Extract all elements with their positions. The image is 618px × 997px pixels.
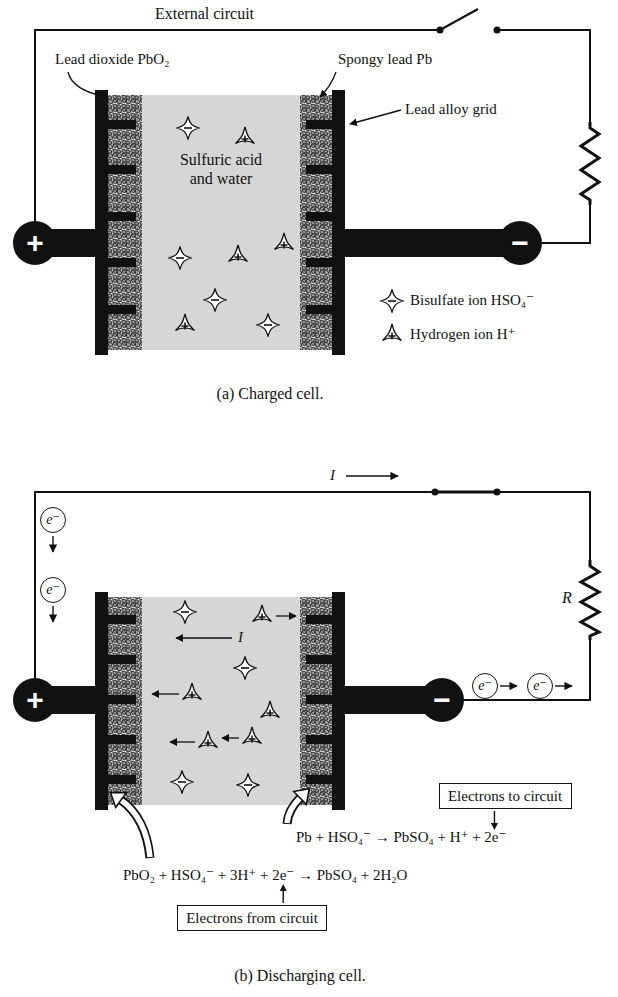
terminal-tab bbox=[345, 229, 520, 257]
callout-text: Electrons to circuit bbox=[448, 787, 562, 805]
ions bbox=[169, 117, 294, 336]
reaction-site-arrow bbox=[287, 789, 309, 824]
leader-arrow bbox=[283, 891, 284, 903]
spongy-lead-plate bbox=[300, 597, 332, 805]
current-label: I bbox=[330, 466, 335, 484]
lead-dioxide-plate bbox=[108, 95, 142, 350]
closed-switch bbox=[435, 491, 497, 494]
part-label: Lead alloy grid bbox=[405, 100, 497, 118]
callout-box: Electrons from circuit bbox=[177, 905, 327, 931]
terminal-sign: − bbox=[433, 685, 451, 715]
switch-contact bbox=[494, 489, 501, 496]
terminal-sign: + bbox=[26, 228, 44, 258]
part-label: Spongy lead Pb bbox=[338, 50, 432, 68]
resistor-symbol bbox=[581, 560, 599, 640]
lead-alloy-grid bbox=[332, 90, 345, 355]
legend-sample bbox=[381, 290, 403, 312]
electrolyte bbox=[142, 95, 300, 350]
positive-terminal: + bbox=[13, 221, 57, 265]
wire bbox=[497, 30, 590, 122]
electron-label: e⁻ bbox=[533, 678, 547, 693]
leader-lines bbox=[68, 72, 401, 124]
electron-marker: e⁻ bbox=[472, 673, 498, 699]
switch-contact bbox=[494, 27, 501, 34]
positive-terminal: + bbox=[13, 678, 57, 722]
callout-text: Electrons from circuit bbox=[186, 909, 318, 927]
electron-label: e⁻ bbox=[478, 678, 492, 693]
lead-alloy-grid bbox=[95, 592, 108, 810]
ions bbox=[171, 601, 280, 796]
reaction-equation: Pb + HSO₄⁻ → PbSO₄ + H⁺ + 2e⁻ bbox=[296, 828, 506, 846]
region-label: Sulfuric acid and water bbox=[168, 150, 274, 188]
leader-arrow bbox=[494, 811, 495, 823]
resistor-symbol bbox=[581, 122, 599, 205]
callout-box: Electrons to circuit bbox=[439, 783, 572, 809]
electron-label: e⁻ bbox=[46, 582, 60, 597]
electrolyte bbox=[142, 597, 300, 805]
resistor-label: R bbox=[562, 588, 572, 607]
terminal-sign: − bbox=[511, 228, 529, 258]
switch-contact bbox=[432, 489, 439, 496]
negative-terminal: − bbox=[420, 678, 464, 722]
legend-text: Hydrogen ion H⁺ bbox=[410, 325, 515, 343]
electron-marker: e⁻ bbox=[40, 507, 66, 533]
reaction-equation: PbO₂ + HSO₄⁻ + 3H⁺ + 2e⁻ → PbSO₄ + 2H₂O bbox=[123, 866, 407, 884]
part-label: Lead dioxide PbO₂ bbox=[55, 50, 169, 68]
current-arrow bbox=[346, 475, 398, 476]
leader-arrowhead bbox=[491, 823, 498, 830]
negative-terminal: − bbox=[498, 221, 542, 265]
wire bbox=[464, 640, 590, 700]
electron-marker: e⁻ bbox=[527, 673, 553, 699]
lead-dioxide-plate bbox=[108, 597, 142, 805]
terminal-sign: + bbox=[26, 685, 44, 715]
lead-alloy-grid bbox=[95, 90, 108, 355]
wire bbox=[542, 205, 590, 243]
legend-sample bbox=[383, 324, 402, 341]
panel-caption: (a) Charged cell. bbox=[217, 384, 324, 403]
leader-arrowhead bbox=[280, 884, 287, 891]
grid-bars bbox=[108, 615, 332, 784]
current-label: I bbox=[238, 628, 243, 646]
open-switch bbox=[440, 9, 478, 30]
electron-label: e⁻ bbox=[46, 512, 60, 527]
spongy-lead-plate bbox=[300, 95, 332, 350]
electron-marker: e⁻ bbox=[40, 577, 66, 603]
switch-contact bbox=[437, 27, 444, 34]
legend-text: Bisulfate ion HSO₄⁻ bbox=[410, 291, 534, 309]
wire bbox=[497, 492, 590, 560]
grid-bars bbox=[108, 120, 332, 314]
lead-alloy-grid bbox=[332, 592, 345, 810]
panel-caption: (b) Discharging cell. bbox=[234, 966, 366, 985]
title-label: External circuit bbox=[155, 4, 254, 23]
reaction-site-arrow bbox=[111, 792, 151, 858]
ion-motion-arrows bbox=[152, 616, 296, 742]
